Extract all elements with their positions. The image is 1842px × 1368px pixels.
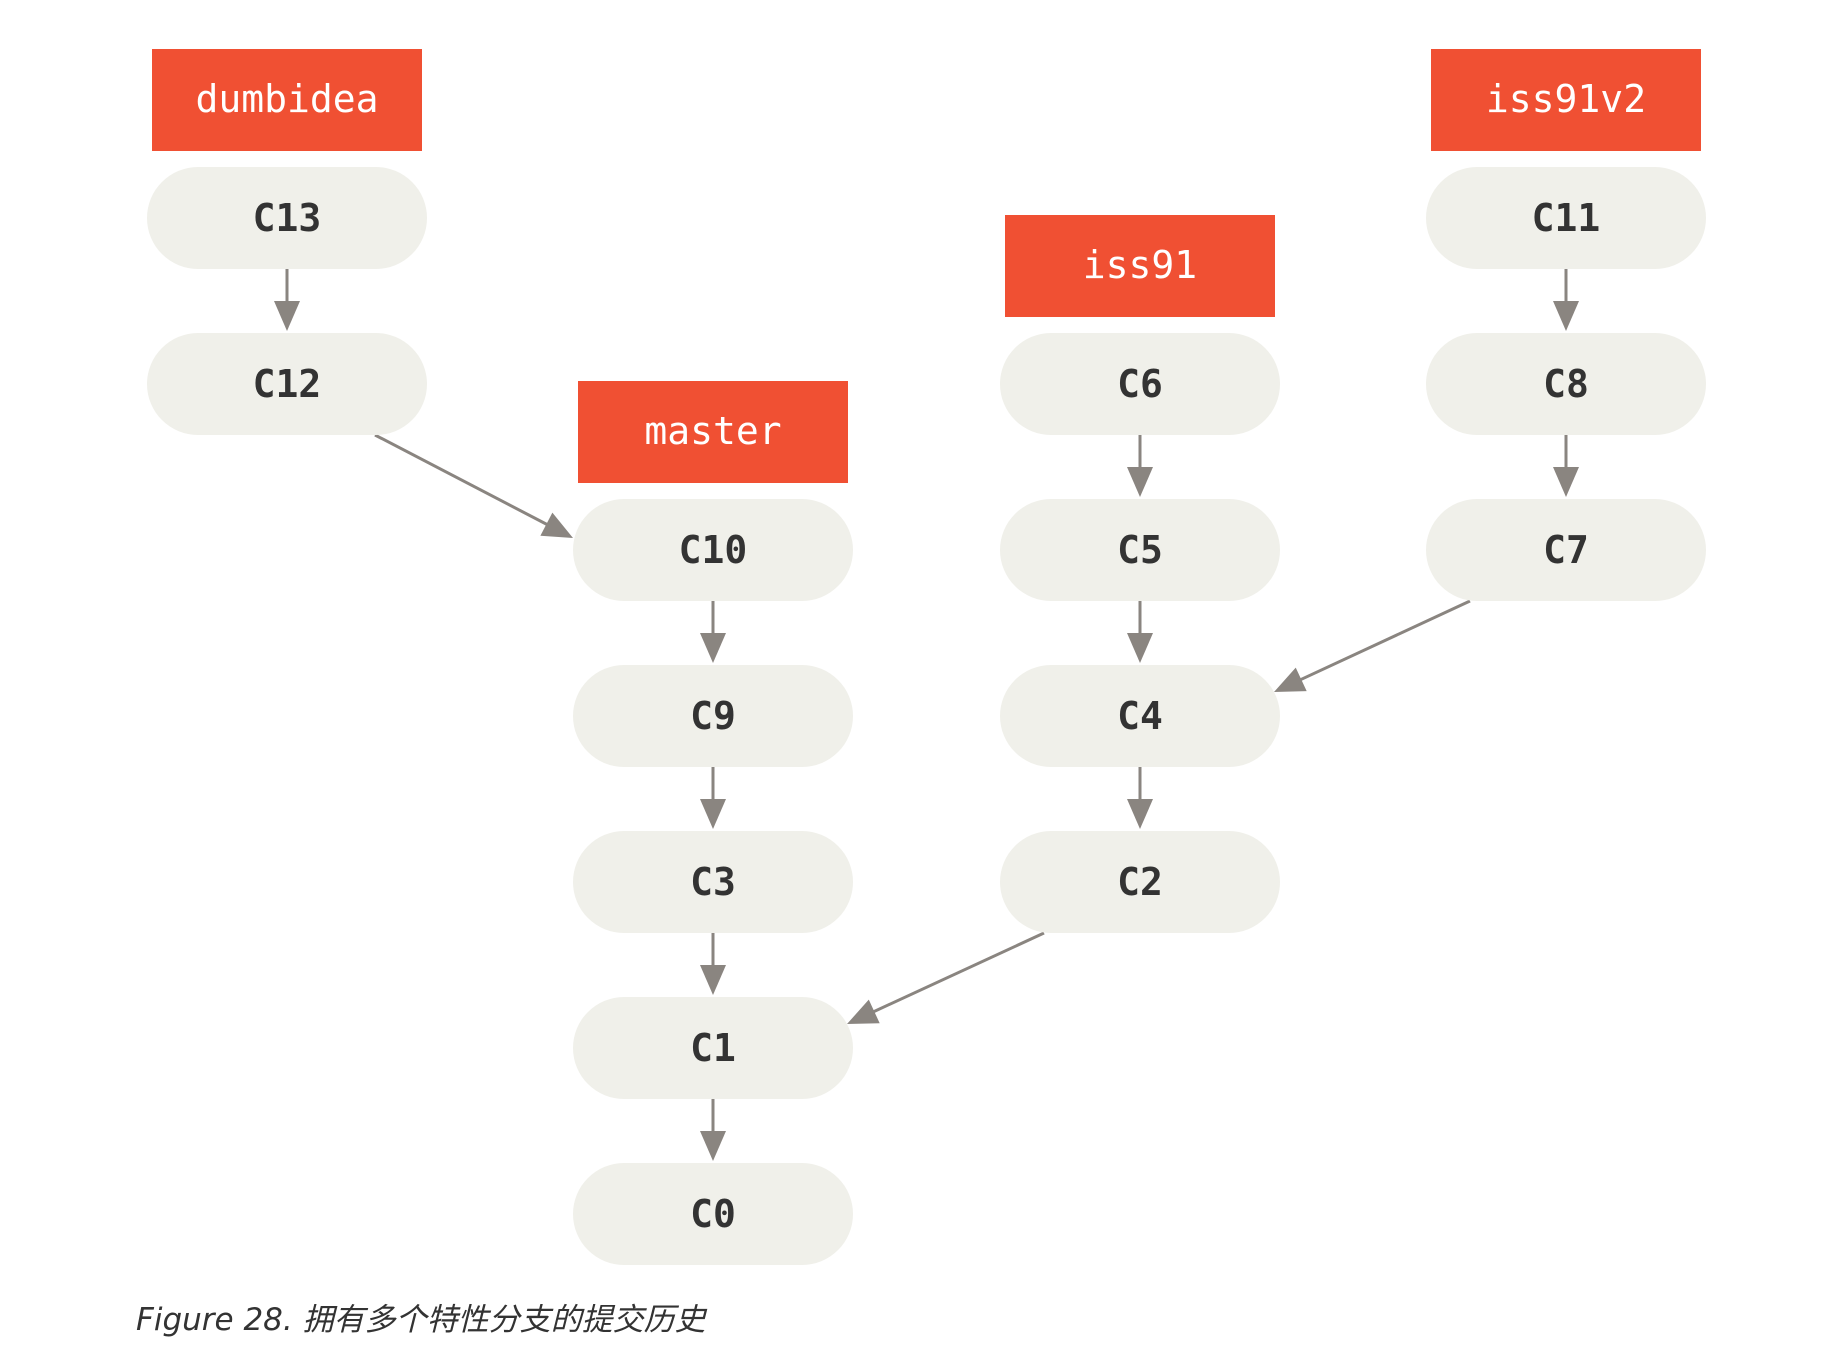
edge-arrow bbox=[1127, 435, 1153, 497]
arrowhead-icon bbox=[1553, 467, 1579, 497]
commit-label: C3 bbox=[690, 860, 736, 904]
commit-pill bbox=[573, 1163, 853, 1265]
branch-iss91v2: iss91v2 bbox=[1431, 49, 1701, 151]
commit-pill bbox=[1426, 167, 1706, 269]
branches-layer: dumbidea master iss91 iss91v2 bbox=[152, 49, 1701, 483]
edge-line bbox=[1296, 599, 1471, 683]
edge-arrow bbox=[1127, 601, 1153, 663]
commit-label: C9 bbox=[690, 694, 736, 738]
commit-node: C4 bbox=[1000, 665, 1280, 767]
commit-label: C10 bbox=[679, 528, 748, 572]
edge-arrow bbox=[1274, 599, 1471, 692]
edge-arrow bbox=[274, 269, 300, 331]
edge-line bbox=[374, 433, 551, 528]
arrowhead-icon bbox=[540, 512, 573, 538]
edge-arrow bbox=[700, 1099, 726, 1161]
commit-node: C2 bbox=[1000, 831, 1280, 933]
commit-node: C7 bbox=[1426, 499, 1706, 601]
commit-label: C0 bbox=[690, 1192, 736, 1236]
commit-label: C4 bbox=[1117, 694, 1163, 738]
arrowhead-icon bbox=[274, 301, 300, 331]
commit-node: C10 bbox=[573, 499, 853, 601]
arrowhead-icon bbox=[847, 999, 880, 1024]
branch-label: iss91v2 bbox=[1486, 77, 1646, 121]
commit-label: C11 bbox=[1532, 196, 1601, 240]
commit-node: C12 bbox=[147, 333, 427, 435]
edge-arrow bbox=[700, 601, 726, 663]
commit-node: C5 bbox=[1000, 499, 1280, 601]
arrowhead-icon bbox=[700, 799, 726, 829]
edge-arrow bbox=[1553, 435, 1579, 497]
commit-pill bbox=[1000, 499, 1280, 601]
arrowhead-icon bbox=[1553, 301, 1579, 331]
commit-pill bbox=[573, 499, 853, 601]
commit-label: C2 bbox=[1117, 860, 1163, 904]
branch-box bbox=[578, 381, 848, 483]
commit-pill bbox=[1426, 499, 1706, 601]
commit-pill bbox=[1426, 333, 1706, 435]
commit-node: C1 bbox=[573, 997, 853, 1099]
commit-node: C6 bbox=[1000, 333, 1280, 435]
branch-iss91: iss91 bbox=[1005, 215, 1275, 317]
edge-arrow bbox=[847, 931, 1045, 1024]
commit-node: C3 bbox=[573, 831, 853, 933]
commit-pill bbox=[573, 831, 853, 933]
arrowhead-icon bbox=[700, 633, 726, 663]
edges-layer bbox=[274, 269, 1579, 1161]
commit-pill bbox=[147, 333, 427, 435]
arrowhead-icon bbox=[1127, 799, 1153, 829]
commit-label: C6 bbox=[1117, 362, 1163, 406]
branch-box bbox=[1005, 215, 1275, 317]
edge-arrow bbox=[700, 933, 726, 995]
commit-label: C7 bbox=[1543, 528, 1589, 572]
edge-arrow bbox=[1127, 767, 1153, 829]
commit-pill bbox=[573, 997, 853, 1099]
commit-pill bbox=[1000, 831, 1280, 933]
commit-node: C13 bbox=[147, 167, 427, 269]
arrowhead-icon bbox=[700, 965, 726, 995]
commit-pill bbox=[147, 167, 427, 269]
commit-label: C13 bbox=[253, 196, 322, 240]
commit-node: C0 bbox=[573, 1163, 853, 1265]
edge-arrow bbox=[374, 433, 573, 538]
commit-node: C9 bbox=[573, 665, 853, 767]
commit-label: C1 bbox=[690, 1026, 736, 1070]
branch-label: iss91 bbox=[1083, 243, 1197, 287]
branch-dumbidea: dumbidea bbox=[152, 49, 422, 151]
commit-pill bbox=[1000, 665, 1280, 767]
figure-caption: Figure 28. 拥有多个特性分支的提交历史 bbox=[136, 1302, 706, 1338]
branch-master: master bbox=[578, 381, 848, 483]
commit-node: C8 bbox=[1426, 333, 1706, 435]
commit-pill bbox=[1000, 333, 1280, 435]
commit-label: C12 bbox=[253, 362, 322, 406]
branch-box bbox=[1431, 49, 1701, 151]
commit-node: C11 bbox=[1426, 167, 1706, 269]
arrowhead-icon bbox=[1127, 633, 1153, 663]
branch-label: master bbox=[644, 409, 781, 453]
arrowhead-icon bbox=[700, 1131, 726, 1161]
commit-label: C5 bbox=[1117, 528, 1163, 572]
edge-arrow bbox=[700, 767, 726, 829]
commit-pill bbox=[573, 665, 853, 767]
edge-line bbox=[869, 931, 1045, 1015]
branch-label: dumbidea bbox=[195, 77, 378, 121]
arrowhead-icon bbox=[1274, 667, 1307, 692]
edge-arrow bbox=[1553, 269, 1579, 331]
commit-label: C8 bbox=[1543, 362, 1589, 406]
branch-box bbox=[152, 49, 422, 151]
arrowhead-icon bbox=[1127, 467, 1153, 497]
